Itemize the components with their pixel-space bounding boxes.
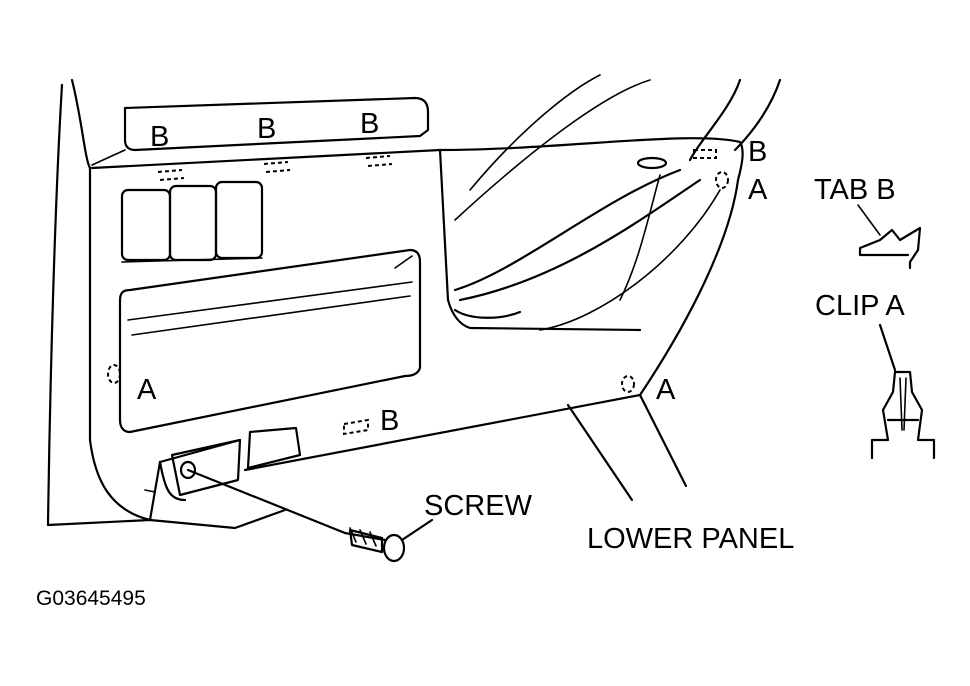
label-clip-a: CLIP A [815,290,905,322]
label-tab-b: TAB B [814,174,896,206]
lower-opening [170,426,302,497]
label-b-top-3: B [360,108,379,140]
label-lower-panel: LOWER PANEL [587,523,794,555]
label-b-right: B [748,136,767,168]
screw [179,460,434,563]
switch-buttons [120,180,264,263]
tab-b-detail [857,204,922,270]
figure-code: G03645495 [36,587,146,610]
label-b-top-1: B [150,121,169,153]
label-screw: SCREW [424,490,533,522]
fastener-markers [107,149,729,436]
storage-compartment [118,248,422,434]
leader-lines [566,393,688,502]
lower-panel [144,137,744,530]
label-a-lower: A [656,374,676,406]
label-b-lower: B [380,405,399,437]
label-a-left: A [137,374,157,406]
label-b-top-2: B [257,113,276,145]
label-a-right: A [748,174,768,206]
dash-outline [46,74,782,527]
top-trim-strip [90,96,442,170]
clip-a-detail [870,323,936,460]
